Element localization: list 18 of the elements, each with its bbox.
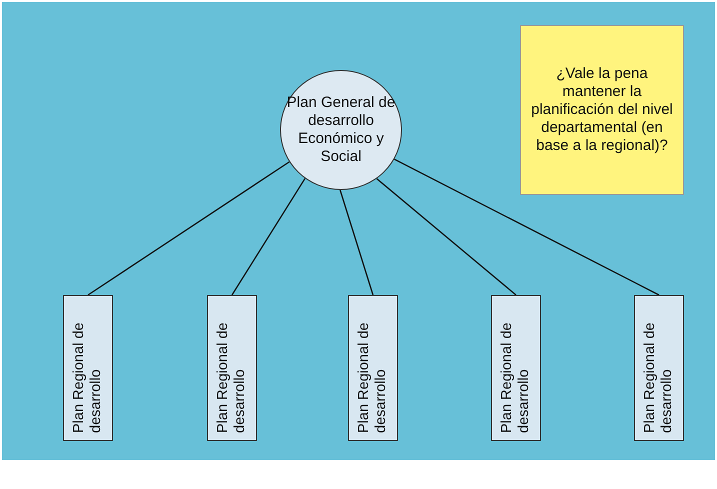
- connector-line: [394, 158, 660, 296]
- connector-line: [88, 161, 290, 296]
- node-label: Plan Regional de desarrollo: [71, 322, 105, 433]
- connector-line: [340, 190, 374, 296]
- plan-box: [491, 295, 541, 441]
- plan-box: [63, 295, 113, 441]
- question-box: [520, 25, 684, 195]
- node-label: Plan Regional de desarrollo: [356, 322, 390, 433]
- node-label: Plan General de desarrollo Económico y Social: [286, 94, 396, 166]
- connector-line: [376, 178, 516, 296]
- plan-box: [348, 295, 398, 441]
- plan-box: [207, 295, 257, 441]
- connector-line: [231, 178, 306, 296]
- node-label: Plan Regional de desarrollo: [215, 322, 249, 433]
- plan-box: [634, 295, 684, 441]
- node-label: Plan Regional de desarrollo: [499, 322, 533, 433]
- node-label: Plan Regional de desarrollo: [642, 322, 676, 433]
- question-text: ¿Vale la pena mantener la planificación del nivel departamental (en base a la regional)?: [530, 65, 674, 155]
